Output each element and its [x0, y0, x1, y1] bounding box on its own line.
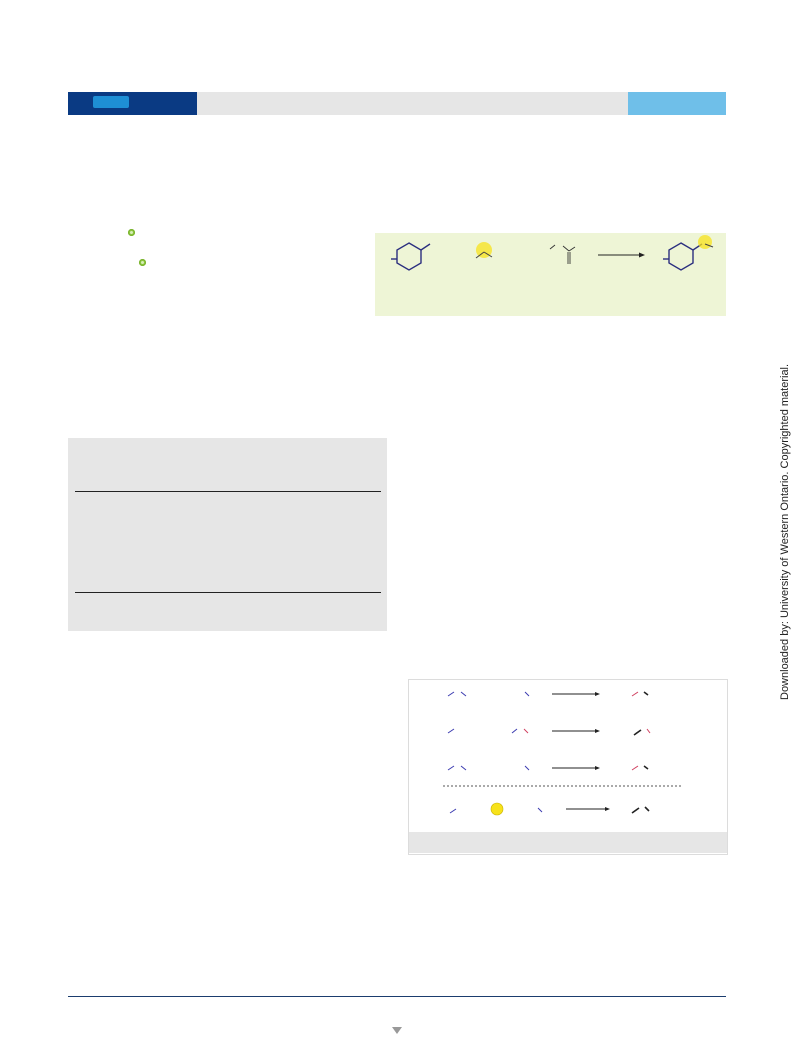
highlight-dot-icon — [490, 802, 504, 816]
mechanism-caption-bar — [409, 832, 727, 853]
right-arrow-icon — [598, 252, 645, 258]
reaction-scheme-panel — [375, 233, 726, 316]
table-bottom-rule — [75, 592, 381, 593]
right-arrow-icon — [552, 766, 600, 770]
table-panel — [68, 438, 387, 631]
mechanism-graphic — [443, 691, 681, 816]
product-highlight-icon — [698, 235, 712, 249]
download-notice: Downloaded by: University of Western Ont… — [779, 363, 791, 700]
right-arrow-icon — [552, 692, 600, 696]
right-arrow-icon — [566, 807, 610, 811]
mechanism-scheme-box — [408, 679, 728, 855]
header-banner-middle — [197, 92, 628, 115]
product-ring-icon — [663, 242, 703, 271]
header-banner-light — [628, 92, 726, 115]
footer-rule — [68, 996, 726, 997]
reagent-structure-icon — [549, 244, 576, 264]
triangle-down-icon[interactable] — [392, 1027, 402, 1034]
highlighted-reagent-icon — [475, 242, 493, 259]
right-arrow-icon — [552, 729, 600, 733]
reference-marker-icon[interactable] — [139, 259, 146, 266]
reference-marker-icon[interactable] — [128, 229, 135, 236]
cyclohexane-ring-icon — [391, 242, 431, 271]
header-banner-dark — [68, 92, 197, 115]
reaction-scheme-graphic — [391, 235, 714, 271]
header-banner-chip — [93, 96, 129, 108]
table-top-rule — [75, 491, 381, 492]
